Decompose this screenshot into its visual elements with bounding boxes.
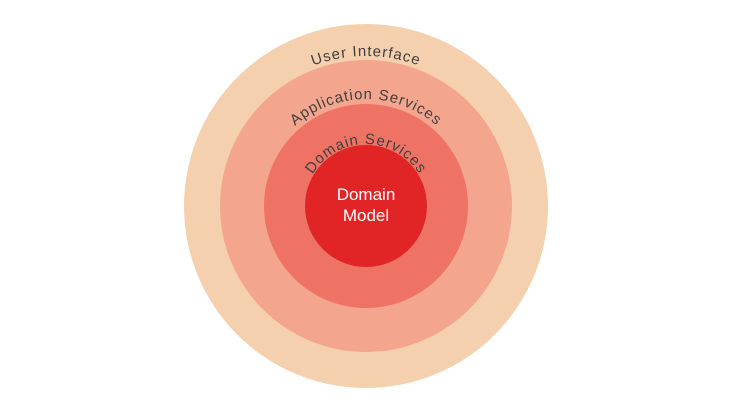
layer-label-domain-model-line2: Model (343, 206, 389, 225)
layer-circle-domain-model (305, 145, 427, 267)
layer-label-domain-model-line1: Domain (337, 185, 396, 204)
